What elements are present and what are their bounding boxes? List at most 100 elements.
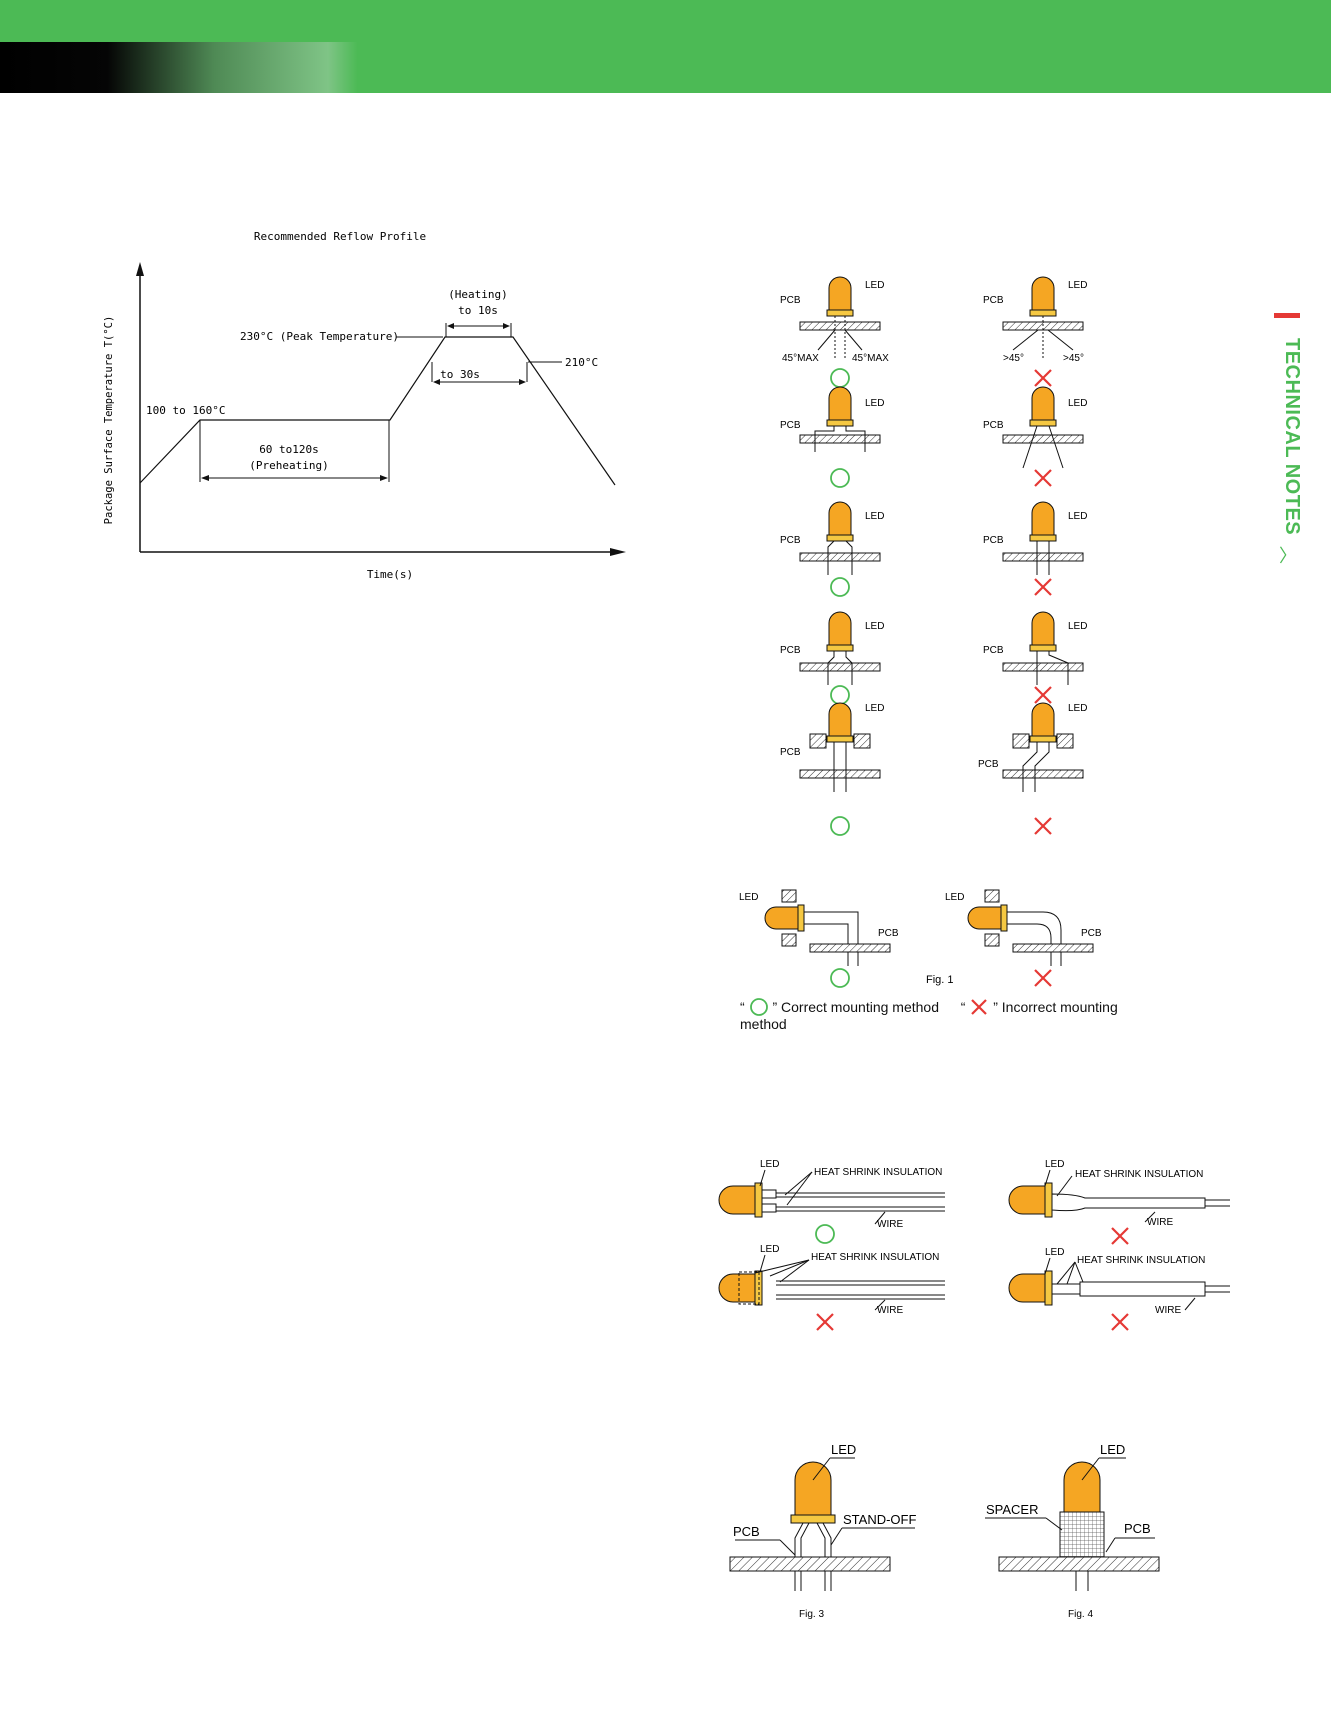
preheat-arrow-left — [201, 475, 209, 481]
led-label: LED — [1068, 280, 1087, 291]
reflow-profile-diagram: Recommended Reflow Profile Package Surfa… — [103, 230, 626, 581]
pcb-board — [998, 1556, 1160, 1572]
angle-over-label-right: >45° — [1063, 353, 1084, 364]
section-tab-label[interactable]: TECHNICAL NOTES — [1281, 338, 1303, 536]
incorrect-mark — [1033, 577, 1053, 597]
pcb-label: PCB — [983, 420, 1004, 431]
pcb-label: PCB — [780, 535, 801, 546]
pcb-label: PCB — [878, 928, 899, 939]
led-label: LED — [1100, 1442, 1125, 1457]
legend-correct-label: Correct mounting method — [781, 999, 939, 1015]
correct-mark — [830, 685, 850, 705]
led-label: LED — [865, 280, 884, 291]
pcb-label: PCB — [780, 747, 801, 758]
insulation-label: HEAT SHRINK INSULATION — [1077, 1255, 1205, 1266]
incorrect-mark — [1033, 685, 1053, 705]
fig3-standoff-diagram: LED STAND-OFF PCB Fig. 3 — [729, 1442, 916, 1620]
insulation-label: HEAT SHRINK INSULATION — [811, 1252, 939, 1263]
incorrect-mark — [1033, 816, 1053, 836]
heating-label: (Heating) — [448, 288, 508, 301]
fig1-row5-correct: PCB LED — [780, 702, 884, 836]
circle-icon — [749, 998, 768, 1016]
x-axis-arrow — [610, 548, 626, 556]
legend-quote: “ — [740, 999, 745, 1015]
fig2-incorrect-2: LED HEAT SHRINK INSULATION WIRE — [718, 1244, 945, 1331]
led-label: LED — [1068, 703, 1087, 714]
pcb-label: PCB — [1124, 1521, 1151, 1536]
fig2-correct: LED HEAT SHRINK INSULATION WIRE — [718, 1159, 945, 1244]
wire-label: WIRE — [1147, 1217, 1173, 1228]
preheat-arrow-right — [380, 475, 388, 481]
angle-max-label-right: 45°MAX — [852, 353, 889, 364]
fig2-incorrect-1: LED HEAT SHRINK INSULATION WIRE — [1008, 1159, 1230, 1245]
to30-label: to 30s — [440, 368, 480, 381]
incorrect-mark — [1111, 1227, 1129, 1245]
led-label: LED — [760, 1159, 779, 1170]
led-label: LED — [865, 398, 884, 409]
legend-quote: “ — [960, 999, 966, 1015]
led-label: LED — [945, 892, 964, 903]
fig2-incorrect-3: LED HEAT SHRINK INSULATION WIRE — [1008, 1247, 1230, 1331]
pcb-label: PCB — [983, 535, 1004, 546]
fig4-spacer-diagram: LED SPACER PCB Fig. 4 — [985, 1442, 1160, 1620]
fig1-row1-correct: PCB LED 45°MAX 45°MAX — [780, 276, 889, 388]
fig1-row6-incorrect: LED PCB — [945, 889, 1102, 988]
incorrect-mark — [816, 1313, 834, 1331]
incorrect-mark — [1111, 1313, 1129, 1331]
fig4-caption: Fig. 4 — [1068, 1609, 1093, 1620]
correct-mark — [830, 816, 850, 836]
to30-arrow-left — [433, 379, 440, 385]
led-label: LED — [865, 703, 884, 714]
wire-label: WIRE — [1155, 1305, 1181, 1316]
pcb-label: PCB — [780, 295, 801, 306]
led-label: LED — [1045, 1247, 1064, 1258]
heating-arrow-left — [447, 323, 454, 329]
led-label: LED — [760, 1244, 779, 1255]
heating-time-label: to 10s — [458, 304, 498, 317]
led-body — [1063, 1461, 1101, 1513]
led-label: LED — [1068, 621, 1087, 632]
chevron-right-icon[interactable]: 〉 — [1279, 546, 1297, 566]
pcb-label: PCB — [733, 1524, 760, 1539]
standoff-label: STAND-OFF — [843, 1512, 916, 1527]
cross-icon — [971, 999, 988, 1015]
led-label: LED — [1068, 398, 1087, 409]
incorrect-mark — [1033, 468, 1053, 488]
fig1-row2-correct: PCB LED — [780, 386, 884, 488]
fig2-heat-shrink-diagram: LED HEAT SHRINK INSULATION WIRE LED HEAT… — [718, 1159, 1230, 1331]
fig3-caption: Fig. 3 — [799, 1609, 824, 1620]
fig1-caption: Fig. 1 — [926, 974, 954, 986]
header-band — [0, 0, 1331, 93]
fig1-row2-incorrect: PCB LED — [983, 386, 1087, 488]
y-axis-arrow — [136, 262, 144, 276]
fig1-legend: “ ” Correct mounting method “ ” Incorrec… — [740, 998, 1160, 1032]
fig1-mounting-diagram: PCB LED 45°MAX 45°MAX PCB LED >45° >45° … — [739, 276, 1102, 988]
led-flange — [790, 1514, 836, 1524]
led-label: LED — [1068, 511, 1087, 522]
led-label: LED — [865, 511, 884, 522]
insulation-label: HEAT SHRINK INSULATION — [1075, 1169, 1203, 1180]
fig1-row1-incorrect: PCB LED >45° >45° — [983, 276, 1087, 388]
led-label: LED — [739, 892, 758, 903]
pcb-label: PCB — [978, 759, 999, 770]
legend-incorrect-label: Incorrect mounting method — [740, 999, 1118, 1032]
incorrect-mark — [1033, 968, 1053, 988]
wire-label: WIRE — [877, 1305, 903, 1316]
correct-mark — [815, 1224, 835, 1244]
insulation-label: HEAT SHRINK INSULATION — [814, 1167, 942, 1178]
fig1-row4-incorrect: PCB LED — [983, 611, 1087, 705]
t210-label: 210°C — [565, 356, 598, 369]
pcb-label: PCB — [983, 645, 1004, 656]
led-label: LED — [831, 1442, 856, 1457]
correct-mark — [830, 368, 850, 388]
to30-arrow-right — [519, 379, 526, 385]
pcb-label: PCB — [780, 645, 801, 656]
legend-quote: ” — [993, 999, 998, 1015]
correct-mark — [830, 968, 850, 988]
fig1-row6-correct: LED PCB — [739, 889, 899, 988]
fig1-row5-incorrect: PCB LED — [978, 702, 1087, 836]
legend-quote: ” — [772, 999, 778, 1015]
spacer-block — [1059, 1511, 1105, 1558]
angle-over-label-left: >45° — [1003, 353, 1024, 364]
wire-label: WIRE — [877, 1219, 903, 1230]
